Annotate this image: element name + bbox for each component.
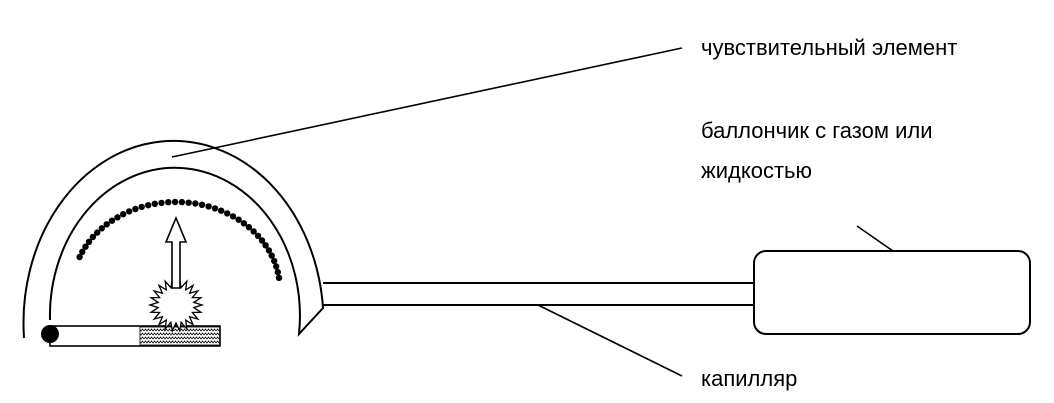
scale-dot (224, 210, 231, 217)
scale-dot (79, 248, 86, 255)
scale-dots (76, 198, 283, 281)
leader-sensing-element (171, 47, 683, 158)
scale-dot (240, 220, 248, 227)
scale-dot (76, 253, 83, 261)
starburst-icon (147, 277, 205, 333)
sensing-element-tube (22, 139, 325, 339)
scale-dot (108, 217, 116, 224)
scale-dot (211, 205, 219, 212)
scale-dot (94, 229, 101, 236)
scale-dot (268, 252, 275, 259)
scale-dot (85, 238, 93, 245)
gas-bulb (753, 250, 1031, 335)
arrow-up-icon (164, 215, 188, 289)
scale-dot (258, 237, 266, 244)
scale-dot (138, 203, 145, 211)
scale-dot (262, 242, 269, 249)
scale-dot (120, 211, 127, 218)
scale-dot (126, 208, 133, 215)
scale-dot (254, 232, 262, 239)
scale-dot (250, 228, 257, 235)
scale-dot (132, 205, 139, 213)
label-bulb-line2: жидкостью (701, 158, 812, 183)
scale-dot (273, 263, 280, 270)
scale-dot (274, 268, 281, 276)
leader-capillary (537, 304, 683, 377)
scale-dot (103, 221, 110, 228)
scale-dot (178, 198, 186, 206)
scale-dot (235, 216, 242, 223)
scale-dot (229, 213, 237, 220)
scale-dot (198, 201, 206, 208)
scale-dot (192, 200, 199, 207)
label-capillary: капилляр (701, 366, 797, 391)
scale-dot (205, 203, 212, 210)
scale-dot (158, 199, 165, 207)
label-sensing-element: чувствительный элемент (701, 35, 957, 60)
scale-dot (98, 225, 106, 232)
scale-dot (145, 202, 152, 209)
scale-dot (275, 274, 283, 281)
scale-dot (245, 224, 253, 231)
scale-dot (271, 257, 278, 265)
pivot-dot (41, 325, 59, 343)
leader-bulb (856, 225, 894, 252)
scale-dot (171, 198, 179, 206)
scale-dot (265, 247, 273, 254)
scale-dot (165, 199, 172, 206)
scale-dot (114, 214, 121, 221)
scale-dot (89, 233, 97, 241)
scale-dot (151, 200, 158, 207)
label-bulb-line1: баллончик с газом или (701, 118, 933, 143)
scale-dot (185, 199, 192, 206)
scale-dot (218, 207, 225, 214)
scale-dot (82, 243, 89, 250)
